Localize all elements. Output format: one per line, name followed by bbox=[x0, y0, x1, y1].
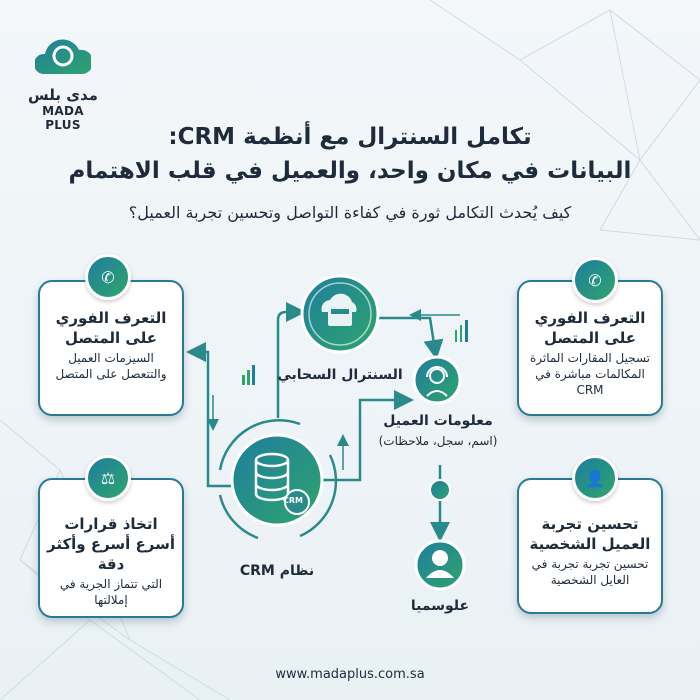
card-title: اتخاذ قرارات أسرع أسرع وأكثر دقة bbox=[46, 515, 176, 573]
agent-node bbox=[412, 355, 462, 405]
page-subtitle: كيف يُحدث التكامل ثورة في كفاءة التواصل … bbox=[128, 203, 572, 222]
cloud-headset-logo-icon bbox=[33, 39, 94, 74]
crm-badge: CRM bbox=[283, 496, 303, 505]
crm-node bbox=[230, 433, 324, 527]
connector-crm-to-left-card bbox=[186, 342, 232, 488]
user-tie-icon: 👤 bbox=[572, 455, 618, 501]
card-title: التعرف الفوري على المتصل bbox=[55, 309, 167, 347]
crm-ring-arc bbox=[218, 419, 301, 471]
pbx-label: السنترال السحابي bbox=[277, 367, 403, 383]
card-title: تحسين تجربة العميل الشخصية bbox=[529, 515, 651, 553]
footer-url[interactable]: www.madaplus.com.sa bbox=[275, 667, 425, 682]
card-title: التعرف الفوري على المتصل bbox=[534, 309, 646, 347]
phone-chat-icon: ✆ bbox=[572, 257, 618, 303]
connector-crm-to-pbx bbox=[276, 302, 306, 418]
card-text: تحسين تجربة تجربة في العايل الشخصية bbox=[531, 557, 649, 587]
headset-agent-icon bbox=[426, 366, 448, 397]
phone-signal-icon: ✆ bbox=[85, 254, 131, 300]
card-caller-id-right: التعرف الفوري على المتصل تسجيل المقارات … bbox=[517, 280, 663, 416]
brand-logo: مدى بلس MADA PLUS bbox=[28, 30, 98, 132]
connector-crm-to-agent bbox=[322, 390, 414, 482]
agent-label: معلومات العميل bbox=[383, 413, 493, 429]
signal-bars-icon bbox=[242, 320, 468, 385]
title-line-1: تكامل السنترال مع أنظمة CRM: bbox=[168, 124, 532, 150]
crm-label: نظام CRM bbox=[239, 563, 315, 579]
card-caller-id-left: التعرف الفوري على المتصل السيزمات العميل… bbox=[38, 280, 184, 416]
brand-name-ar: مدى بلس bbox=[28, 86, 98, 104]
card-decisions: اتخاذ قرارات أسرع أسرع وأكثر دقة التي تت… bbox=[38, 478, 184, 618]
title-line-2: البيانات في مكان واحد، والعميل في قلب ال… bbox=[68, 158, 632, 184]
card-text: التي تتماز الجرية في إملالتها bbox=[59, 577, 163, 607]
page-title: تكامل السنترال مع أنظمة CRM: البيانات في… bbox=[10, 120, 690, 188]
cloud-phone-icon bbox=[321, 293, 357, 326]
scales-icon: ⚖ bbox=[85, 455, 131, 501]
card-text: تسجيل المقارات الماثرة المكالمات مباشرة … bbox=[529, 351, 651, 397]
call-node bbox=[429, 479, 451, 501]
user-icon bbox=[426, 550, 454, 578]
connector-pbx-to-agent bbox=[378, 316, 444, 360]
agent-sublabel: (اسم، سجل، ملاحظات) bbox=[378, 434, 498, 448]
customer-label: علوسميا bbox=[410, 598, 470, 614]
brand-name-en: MADA PLUS bbox=[42, 104, 84, 132]
card-text: السيزمات العميل والتتعصل على المتصل bbox=[55, 351, 167, 381]
